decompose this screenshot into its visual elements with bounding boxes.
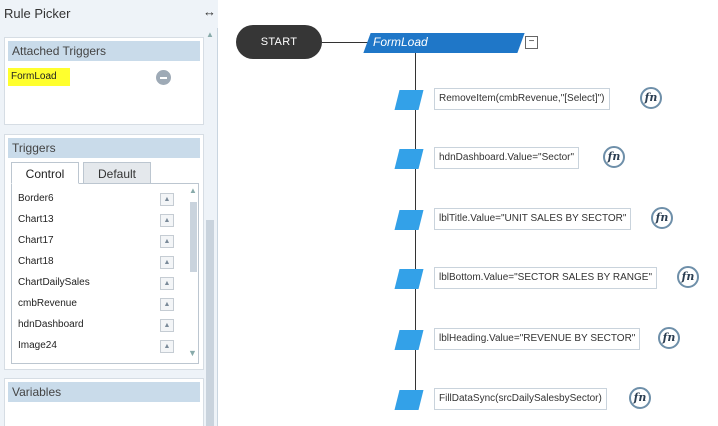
start-node[interactable]: START [236,25,322,59]
attached-triggers-header: Attached Triggers [8,41,200,61]
action-expression[interactable]: lblTitle.Value="UNIT SALES BY SECTOR" [434,208,632,230]
action-expression[interactable]: FillDataSync(srcDailySalesbySector) [434,388,607,410]
list-item[interactable]: cmbRevenue ▲ [12,295,198,315]
action-step: lblHeading.Value="REVENUE BY SECTOR" fn [219,327,718,352]
triggers-section: Triggers Control Default Border6 ▲ Chart… [4,134,204,370]
triggers-list-scrollbar[interactable]: ▲ ▼ [187,184,198,363]
action-expression[interactable]: RemoveItem(cmbRevenue,"[Select]") [434,88,610,110]
action-tab[interactable] [394,149,424,169]
connector-line [322,42,370,43]
variables-section: Variables [4,378,204,426]
attached-triggers-section: Attached Triggers FormLoad [4,37,204,125]
tab-default[interactable]: Default [83,162,151,184]
action-step: lblBottom.Value="SECTOR SALES BY RANGE" … [219,266,718,291]
collapse-button[interactable]: − [525,36,538,49]
add-trigger-icon[interactable]: ▲ [160,319,174,332]
list-item[interactable]: Border6 ▲ [12,190,198,210]
action-tab[interactable] [394,390,424,410]
list-item[interactable]: Image24 ▲ [12,337,198,357]
scroll-up-icon[interactable]: ▲ [206,30,214,39]
list-item-label: cmbRevenue [18,298,77,309]
scroll-up-icon[interactable]: ▲ [189,186,197,195]
function-icon[interactable]: fn [629,387,651,409]
remove-trigger-button[interactable] [156,70,171,85]
function-icon[interactable]: fn [677,266,699,288]
rule-picker-header: Rule Picker ↔ [0,0,218,28]
list-item-label: Chart13 [18,214,54,225]
add-trigger-icon[interactable]: ▲ [160,235,174,248]
action-step: lblTitle.Value="UNIT SALES BY SECTOR" fn [219,207,718,232]
action-expression[interactable]: hdnDashboard.Value="Sector" [434,147,580,169]
triggers-list: Border6 ▲ Chart13 ▲ Chart17 ▲ Chart18 ▲ … [11,183,199,364]
add-trigger-icon[interactable]: ▲ [160,256,174,269]
list-item[interactable]: hdnDashboard ▲ [12,316,198,336]
action-step: hdnDashboard.Value="Sector" fn [219,146,718,171]
function-icon[interactable]: fn [651,207,673,229]
list-item-label: hdnDashboard [18,319,84,330]
list-item[interactable]: Chart13 ▲ [12,211,198,231]
function-icon[interactable]: fn [640,87,662,109]
list-item[interactable]: ChartDailySales ▲ [12,274,198,294]
scrollbar-thumb[interactable] [206,220,214,426]
list-item[interactable]: Chart18 ▲ [12,253,198,273]
action-step: FillDataSync(srcDailySalesbySector) fn [219,387,718,412]
tab-control[interactable]: Control [11,162,79,184]
variables-header: Variables [8,382,200,402]
flow-canvas[interactable]: START FormLoad − RemoveItem(cmbRevenue,"… [219,0,718,426]
action-expression[interactable]: lblHeading.Value="REVENUE BY SECTOR" [434,328,641,350]
list-item-label: Chart18 [18,256,54,267]
action-tab[interactable] [394,90,424,110]
add-trigger-icon[interactable]: ▲ [160,214,174,227]
add-trigger-icon[interactable]: ▲ [160,277,174,290]
action-expression[interactable]: lblBottom.Value="SECTOR SALES BY RANGE" [434,267,658,289]
panel-scrollbar[interactable]: ▲ [204,28,216,426]
function-icon[interactable]: fn [658,327,680,349]
event-node-label: FormLoad [373,35,428,49]
function-icon[interactable]: fn [603,146,625,168]
add-trigger-icon[interactable]: ▲ [160,340,174,353]
action-step: RemoveItem(cmbRevenue,"[Select]") fn [219,87,718,112]
list-item[interactable]: Chart17 ▲ [12,232,198,252]
action-tab[interactable] [394,210,424,230]
flow-line [415,53,416,408]
scroll-down-icon[interactable]: ▼ [188,348,197,358]
action-tab[interactable] [394,269,424,289]
swap-icon[interactable]: ↔ [203,4,216,19]
list-item-label: Image24 [18,340,57,351]
list-item-label: Chart17 [18,235,54,246]
triggers-header: Triggers [8,138,200,158]
scrollbar-thumb[interactable] [190,202,197,272]
action-tab[interactable] [394,330,424,350]
list-item-label: ChartDailySales [18,277,90,288]
add-trigger-icon[interactable]: ▲ [160,193,174,206]
panel-title: Rule Picker [4,6,71,21]
list-item-label: Border6 [18,193,54,204]
rule-picker-panel: Rule Picker ↔ ▲ Attached Triggers FormLo… [0,0,218,426]
attached-trigger-item[interactable]: FormLoad [8,68,70,86]
add-trigger-icon[interactable]: ▲ [160,298,174,311]
